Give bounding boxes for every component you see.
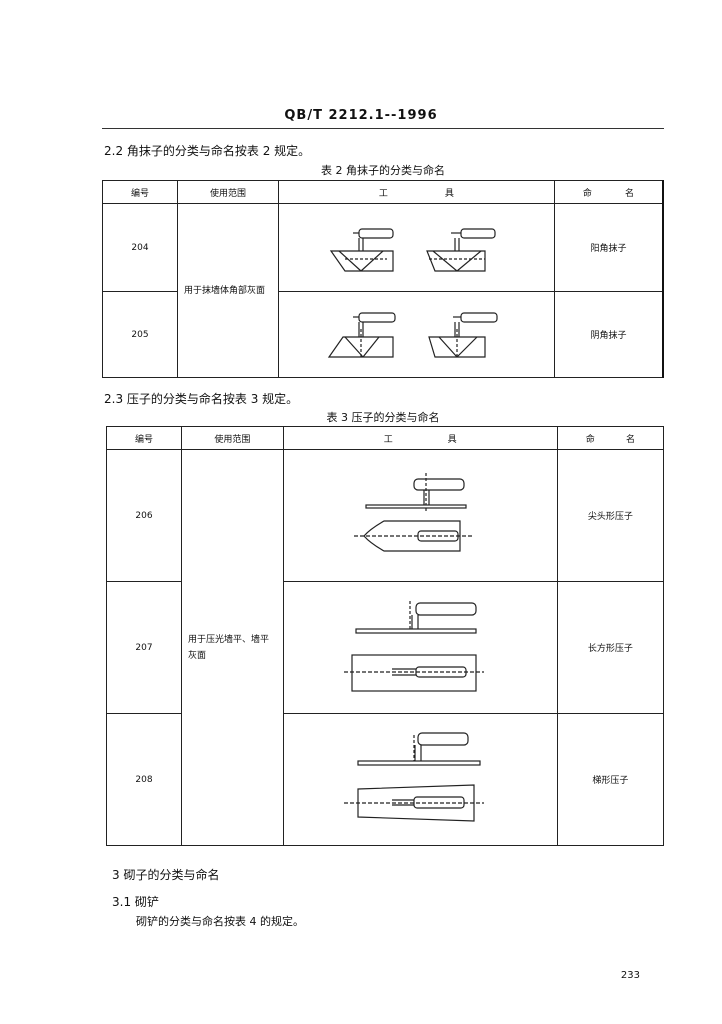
page-number: 233 — [620, 970, 640, 981]
row-name: 阳角抹子 — [553, 203, 664, 292]
col-tool-header: 工具 — [282, 426, 558, 450]
row-name: 阴角抹子 — [553, 291, 664, 378]
section-3-1-body: 砌铲的分类与命名按表 4 的规定。 — [136, 915, 304, 928]
col-usage-header: 使用范围 — [177, 180, 279, 204]
usage-cell: 用于抹墙体角部灰面 — [177, 203, 279, 378]
rectangular-plastering-trowel-drawing — [343, 600, 484, 692]
section-3-title: 3 砌子的分类与命名 — [112, 868, 220, 882]
tool-drawing-cell — [277, 203, 555, 292]
col-name-header: 命名 — [556, 426, 665, 450]
inside-corner-trowel-drawing — [327, 311, 498, 359]
table-row: 205 阴角抹子 — [101, 291, 664, 378]
table-2: 编号 使用范围 工具 命名 204 用于抹墙体角部灰面 — [101, 180, 664, 378]
tool-drawing-cell — [282, 581, 558, 714]
tool-drawing-cell — [282, 713, 558, 846]
document-header: QB/T 2212.1--1996 — [284, 108, 438, 123]
table-2-caption: 表 2 角抹子的分类与命名 — [321, 164, 445, 177]
col-tool-header: 工具 — [277, 180, 555, 204]
row-number: 206 — [105, 449, 183, 582]
row-name: 尖头形压子 — [556, 449, 665, 582]
col-number-header: 编号 — [101, 180, 179, 204]
row-number: 208 — [105, 713, 183, 846]
header-rule — [102, 128, 664, 129]
trapezoidal-plastering-trowel-drawing — [343, 731, 484, 822]
col-usage-header: 使用范围 — [181, 426, 284, 450]
table-row: 206 用于压光墙平、墙平灰面 尖头形压子 — [105, 449, 665, 846]
table-row: 207 长方形压子 — [105, 581, 665, 714]
table-3-caption: 表 3 压子的分类与命名 — [326, 411, 440, 424]
table-row: 208 梯形压子 — [105, 713, 665, 846]
section-2-3-text: 2.3 压子的分类与命名按表 3 规定。 — [104, 392, 299, 406]
table-3: 编号 使用范围 工具 命名 206 用于压光墙平、墙平灰面 尖头形压子 207 — [105, 426, 665, 846]
row-name: 梯形压子 — [556, 713, 665, 846]
tool-drawing-cell — [282, 449, 558, 582]
row-number: 207 — [105, 581, 183, 714]
table-2-header-row: 编号 使用范围 工具 命名 — [101, 180, 664, 204]
section-2-2-text: 2.2 角抹子的分类与命名按表 2 规定。 — [104, 144, 311, 158]
usage-cell: 用于压光墙平、墙平灰面 — [181, 449, 284, 846]
outside-corner-trowel-drawing — [329, 227, 496, 272]
pointed-plastering-trowel-drawing — [353, 472, 472, 552]
tool-drawing-cell — [277, 291, 555, 378]
row-name: 长方形压子 — [556, 581, 665, 714]
section-3-1-title: 3.1 砌铲 — [112, 895, 159, 909]
table-row: 204 用于抹墙体角部灰面 — [101, 203, 664, 378]
table-3-header-row: 编号 使用范围 工具 命名 — [105, 426, 665, 450]
col-name-header: 命名 — [553, 180, 664, 204]
row-number: 204 — [101, 203, 179, 292]
col-number-header: 编号 — [105, 426, 183, 450]
row-number: 205 — [101, 291, 179, 378]
